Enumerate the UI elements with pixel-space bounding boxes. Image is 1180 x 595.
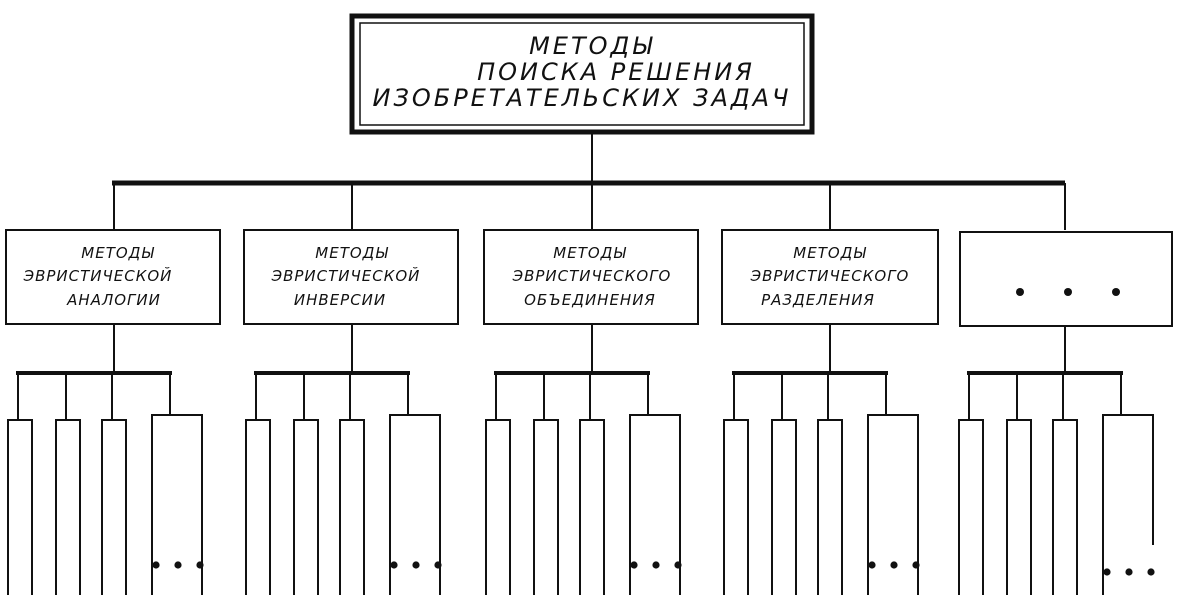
branch-4-line-2: ЭВРИСТИЧЕСКОГО [750, 267, 910, 285]
leaf-group-2 [245, 324, 442, 595]
ellipsis-dot [390, 561, 398, 569]
leaf-more-box [151, 414, 203, 595]
leaf-box [7, 419, 33, 595]
leaf-group-1 [7, 324, 204, 595]
leaf-more-box [389, 414, 441, 595]
branch-2-line-3: ИНВЕРСИИ [294, 291, 386, 309]
branch-node-4: МЕТОДЫ ЭВРИСТИЧЕСКОГО РАЗДЕЛЕНИЯ [721, 229, 939, 325]
ellipsis-dot [630, 561, 638, 569]
ellipsis-dot [912, 561, 920, 569]
ellipsis-dot [1147, 568, 1155, 576]
branch-2-line-2: ЭВРИСТИЧЕСКОЙ [271, 266, 421, 285]
leaf-box [1006, 419, 1032, 595]
leaf-box [55, 419, 81, 595]
branch-2-line-1: МЕТОДЫ [315, 244, 388, 262]
branch-1-line-1: МЕТОДЫ [81, 244, 154, 262]
root-box-inner [359, 22, 805, 126]
branch-box [721, 229, 939, 325]
ellipsis-dot [1112, 288, 1120, 296]
leaf-box [101, 419, 127, 595]
branch-node-1: МЕТОДЫ ЭВРИСТИЧЕСКОЙ АНАЛОГИИ [5, 229, 221, 325]
leaf-box [485, 419, 511, 595]
ellipsis-dot [196, 561, 204, 569]
leaf-box [958, 419, 984, 595]
leaf-box [533, 419, 559, 595]
leaf-box [579, 419, 605, 595]
branch-node-5 [959, 231, 1173, 327]
ellipsis-dot [412, 561, 420, 569]
leaf-box [293, 419, 319, 595]
branch-4-line-3: РАЗДЕЛЕНИЯ [761, 291, 875, 309]
leaf-more-box [1102, 414, 1154, 595]
leaf-box [817, 419, 843, 595]
branch-node-2: МЕТОДЫ ЭВРИСТИЧЕСКОЙ ИНВЕРСИИ [243, 229, 459, 325]
root-box-outer [349, 13, 815, 135]
ellipsis-dot [652, 561, 660, 569]
leaf-box [1052, 419, 1078, 595]
root-title-line-2: ПОИСКА РЕШЕНИЯ [477, 58, 755, 86]
branch-node-3: МЕТОДЫ ЭВРИСТИЧЕСКОГО ОБЪЕДИНЕНИЯ [483, 229, 699, 325]
branch-3-line-3: ОБЪЕДИНЕНИЯ [524, 291, 656, 309]
branch-box [483, 229, 699, 325]
leaf-group-5 [958, 326, 1155, 595]
ellipsis-dot [1103, 568, 1111, 576]
leaf-group-4 [723, 324, 920, 595]
ellipsis-dot [868, 561, 876, 569]
leaf-box [339, 419, 365, 595]
branch-1-line-2: ЭВРИСТИЧЕСКОЙ [23, 266, 173, 285]
root-title-line-1: МЕТОДЫ [529, 32, 655, 60]
branch-3-line-2: ЭВРИСТИЧЕСКОГО [512, 267, 672, 285]
ellipsis-dot [1016, 288, 1024, 296]
leaf-more-box [629, 414, 681, 595]
ellipsis-dot [674, 561, 682, 569]
branch-4-line-1: МЕТОДЫ [793, 244, 866, 262]
branch-box [5, 229, 221, 325]
branch-box [959, 231, 1173, 327]
ellipsis-dot [1064, 288, 1072, 296]
leaf-group-3 [485, 324, 682, 595]
branch-box [243, 229, 459, 325]
ellipsis-dot [890, 561, 898, 569]
leaf-box [771, 419, 797, 595]
leaf-box [723, 419, 749, 595]
branch-3-line-1: МЕТОДЫ [553, 244, 626, 262]
leaf-more-box [867, 414, 919, 595]
ellipsis-dot [1125, 568, 1133, 576]
leaf-groups [7, 324, 1155, 595]
branch-1-line-3: АНАЛОГИИ [66, 291, 161, 309]
ellipsis-dot [174, 561, 182, 569]
root-title-line-3: ИЗОБРЕТАТЕЛЬСКИХ ЗАДАЧ [373, 84, 792, 112]
root-node: МЕТОДЫ ПОИСКА РЕШЕНИЯ ИЗОБРЕТАТЕЛЬСКИХ З… [349, 13, 815, 135]
connectors [112, 132, 1066, 230]
ellipsis-dot [152, 561, 160, 569]
leaf-box [245, 419, 271, 595]
ellipsis-dot [434, 561, 442, 569]
